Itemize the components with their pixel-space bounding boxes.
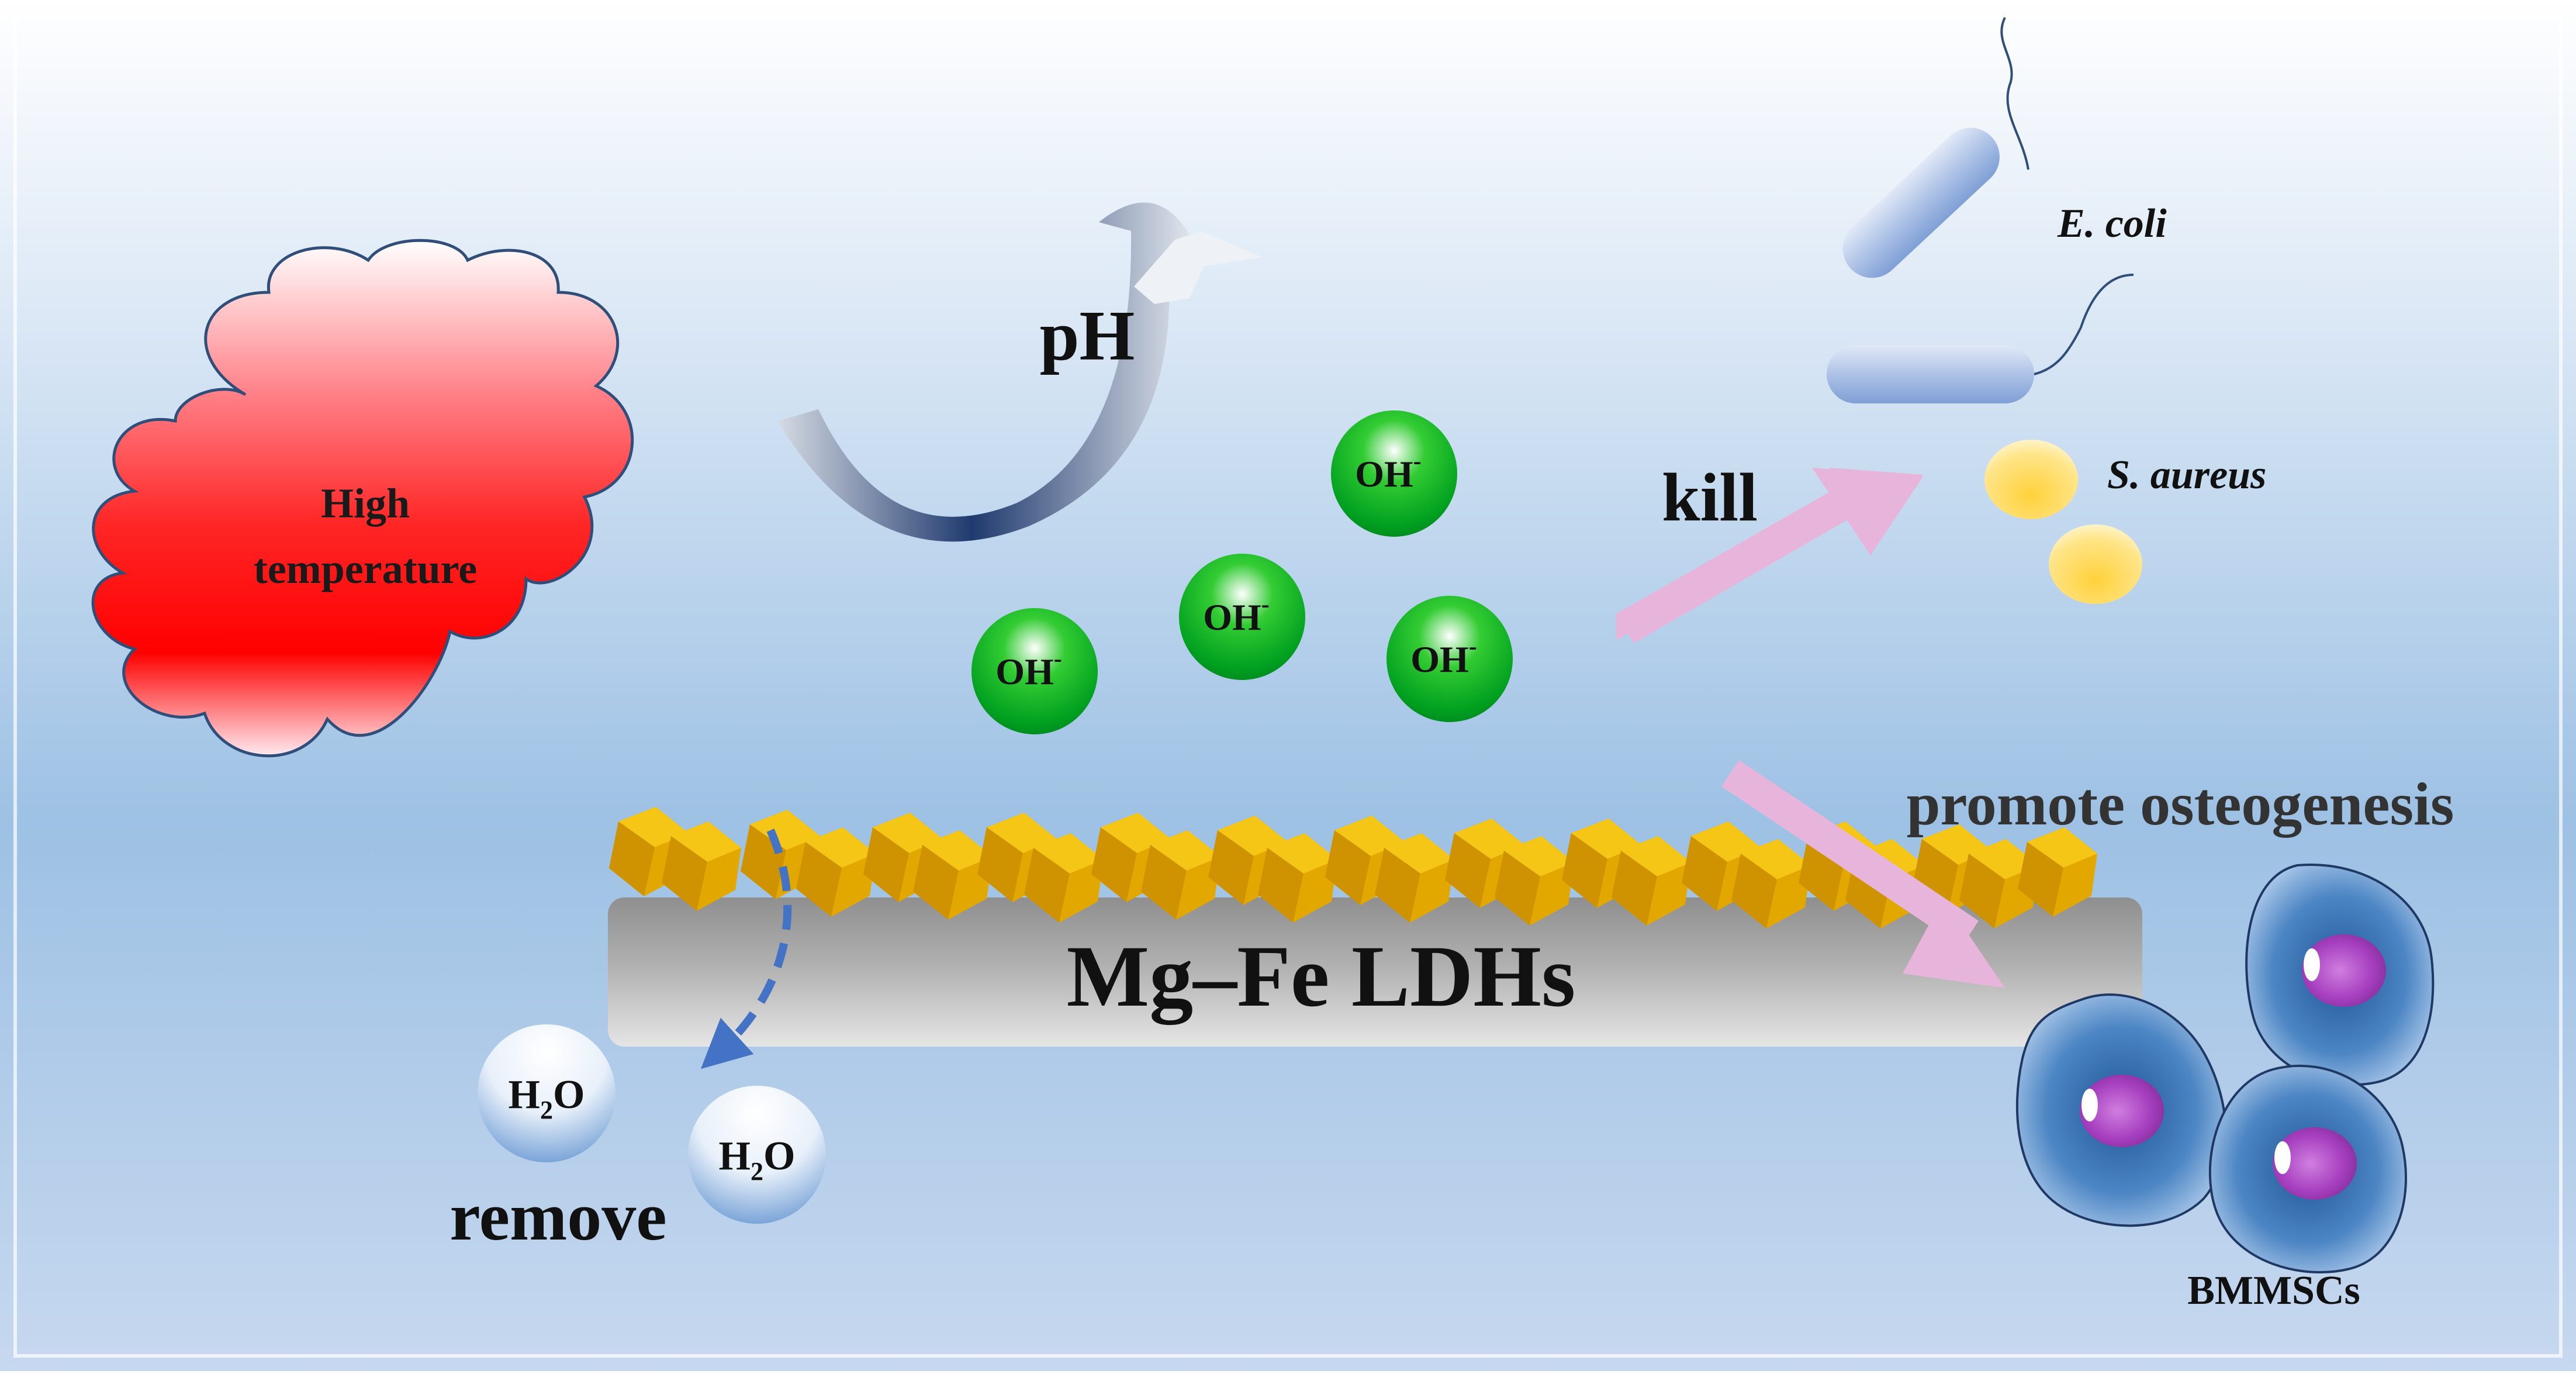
oh-label: OH- — [1203, 591, 1270, 638]
flagellum — [2034, 274, 2134, 375]
s-aureus-label: S. aureus — [2107, 453, 2266, 498]
bmmsc-cell-2 — [2015, 993, 2227, 1227]
ldh-label: Mg–Fe LDHs — [1067, 928, 1576, 1025]
cloud-shape — [91, 239, 634, 758]
bmmsc-cell-1 — [2245, 864, 2435, 1086]
e-coli-rod-2 — [1827, 345, 2034, 403]
cell-nucleus — [2302, 934, 2386, 1007]
oh-ion-3: OH- — [971, 608, 1098, 734]
oh-label: OH- — [1355, 448, 1422, 495]
oh-label: OH- — [1410, 633, 1477, 680]
e-coli-bacteria: E. coli — [1827, 17, 2167, 403]
frame-border — [13, 13, 2563, 1358]
oh-label: OH- — [995, 645, 1062, 692]
ph-label: pH — [1040, 296, 1135, 375]
kill-arrow-head — [1812, 468, 1923, 555]
e-coli-rod-1 — [1842, 127, 2000, 278]
s-aureus-coccus-1 — [1984, 440, 2078, 519]
water-removal-arrow — [700, 828, 792, 1069]
kill-label: kill — [1662, 459, 1758, 536]
promote-osteogenesis-arrow: promote osteogenesis — [1721, 760, 2454, 988]
oh-sphere — [1331, 410, 1457, 537]
s-aureus-bacteria: S. aureus — [1984, 440, 2266, 604]
promote-arrow-body — [1721, 760, 1979, 947]
h2o-label: H2O — [719, 1134, 796, 1186]
h2o-sphere — [478, 1024, 616, 1162]
bmmscs-label: BMMSCs — [2187, 1268, 2360, 1313]
oh-sphere — [1386, 596, 1513, 722]
h2o-molecule-1: H2O — [478, 1024, 616, 1162]
h2o-molecule-2: H2O — [688, 1086, 826, 1224]
ph-arrow-body — [777, 202, 1210, 542]
oh-sphere — [1179, 554, 1305, 680]
substrate-slab — [608, 897, 2142, 1047]
remove-label: remove — [449, 1178, 666, 1255]
oh-ion-2: OH- — [1179, 554, 1305, 680]
high-temperature-cloud: High temperature — [91, 239, 634, 758]
promote-label: promote osteogenesis — [1907, 771, 2454, 838]
oh-ion-4: OH- — [1386, 596, 1513, 722]
oh-sphere — [971, 608, 1098, 734]
cell-nucleus — [2080, 1075, 2164, 1147]
e-coli-label: E. coli — [2057, 201, 2167, 246]
kill-arrow-body — [1616, 485, 1859, 643]
high-temp-label-line2: temperature — [254, 546, 478, 592]
promote-arrow-head — [1903, 897, 2005, 988]
nucleus-highlight — [2304, 948, 2320, 981]
ph-arrowhead — [1134, 231, 1263, 304]
nucleus-highlight — [2274, 1141, 2291, 1174]
ph-increase-arrow: pH — [777, 202, 1263, 542]
s-aureus-coccus-2 — [2049, 524, 2142, 604]
flagellum — [2000, 17, 2029, 170]
h2o-sphere — [688, 1086, 826, 1224]
nucleus-highlight — [2081, 1089, 2098, 1121]
cell-nucleus — [2273, 1127, 2357, 1200]
h2o-label: H2O — [509, 1072, 585, 1124]
mg-fe-ldh-substrate — [608, 897, 2142, 1047]
bmmsc-cell-3 — [2208, 1064, 2407, 1273]
high-temp-label-line1: High — [321, 480, 410, 527]
kill-arrow: kill — [1616, 459, 1923, 643]
oh-ion-1: OH- — [1331, 410, 1457, 537]
